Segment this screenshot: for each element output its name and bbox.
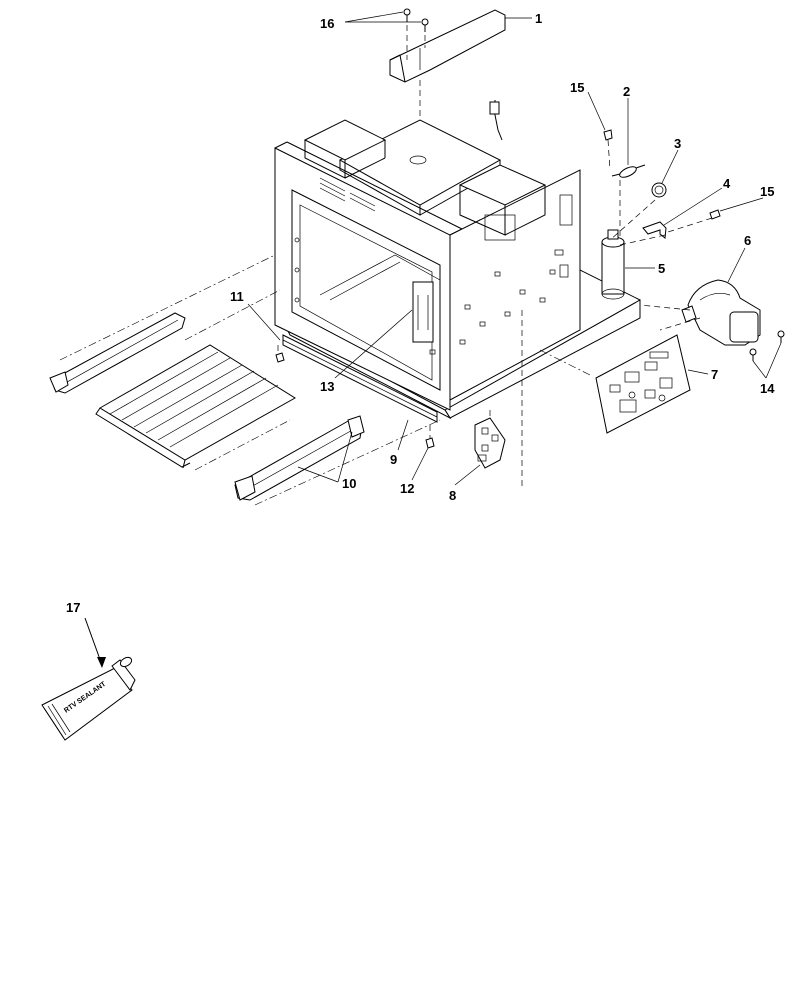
callout-5: 5	[658, 261, 665, 276]
part-5-capacitor	[601, 229, 625, 300]
part-6-fan-housing	[681, 279, 761, 346]
callout-7: 7	[711, 367, 718, 382]
callout-17: 17	[66, 600, 80, 615]
callout-6: 6	[744, 233, 751, 248]
callout-11: 11	[230, 289, 244, 304]
callout-16: 16	[320, 16, 334, 31]
callout-10: 10	[342, 476, 356, 491]
callout-13: 13	[320, 379, 334, 394]
oven-rack	[95, 344, 296, 469]
callout-12: 12	[400, 481, 414, 496]
part-8-switch-assembly	[474, 417, 506, 469]
part-10-side-rail	[234, 415, 365, 501]
callout-3: 3	[674, 136, 681, 151]
part-15-screws	[603, 129, 721, 220]
part-1-duct	[389, 9, 506, 83]
part-7-control-board	[595, 334, 691, 434]
part-12-screw	[425, 437, 435, 449]
part-4-bracket	[642, 221, 667, 239]
part-16-screws	[403, 8, 429, 32]
callout-2: 2	[623, 84, 630, 99]
callout-8: 8	[449, 488, 456, 503]
part-3-thermostat	[651, 182, 667, 198]
callout-labels: 16 1 15 2 3 4 15 6 5 7 14 11 13 9 12 8 1…	[66, 11, 775, 615]
oven-chassis	[274, 100, 641, 423]
part-17-sealant-tube: RTV SEALANT	[41, 617, 136, 741]
callout-15-right: 15	[760, 184, 774, 199]
callout-14: 14	[760, 381, 775, 396]
part-14-screws	[749, 330, 785, 361]
callout-4: 4	[723, 176, 731, 191]
part-2-thermal-fuse	[611, 164, 646, 178]
alignment-lines	[59, 25, 713, 506]
part-11-side-rail	[49, 312, 186, 394]
callout-9: 9	[390, 452, 397, 467]
callout-1: 1	[535, 11, 542, 26]
leader-lines	[247, 11, 782, 486]
callout-15-top: 15	[570, 80, 584, 95]
part-13-screw	[275, 352, 285, 363]
